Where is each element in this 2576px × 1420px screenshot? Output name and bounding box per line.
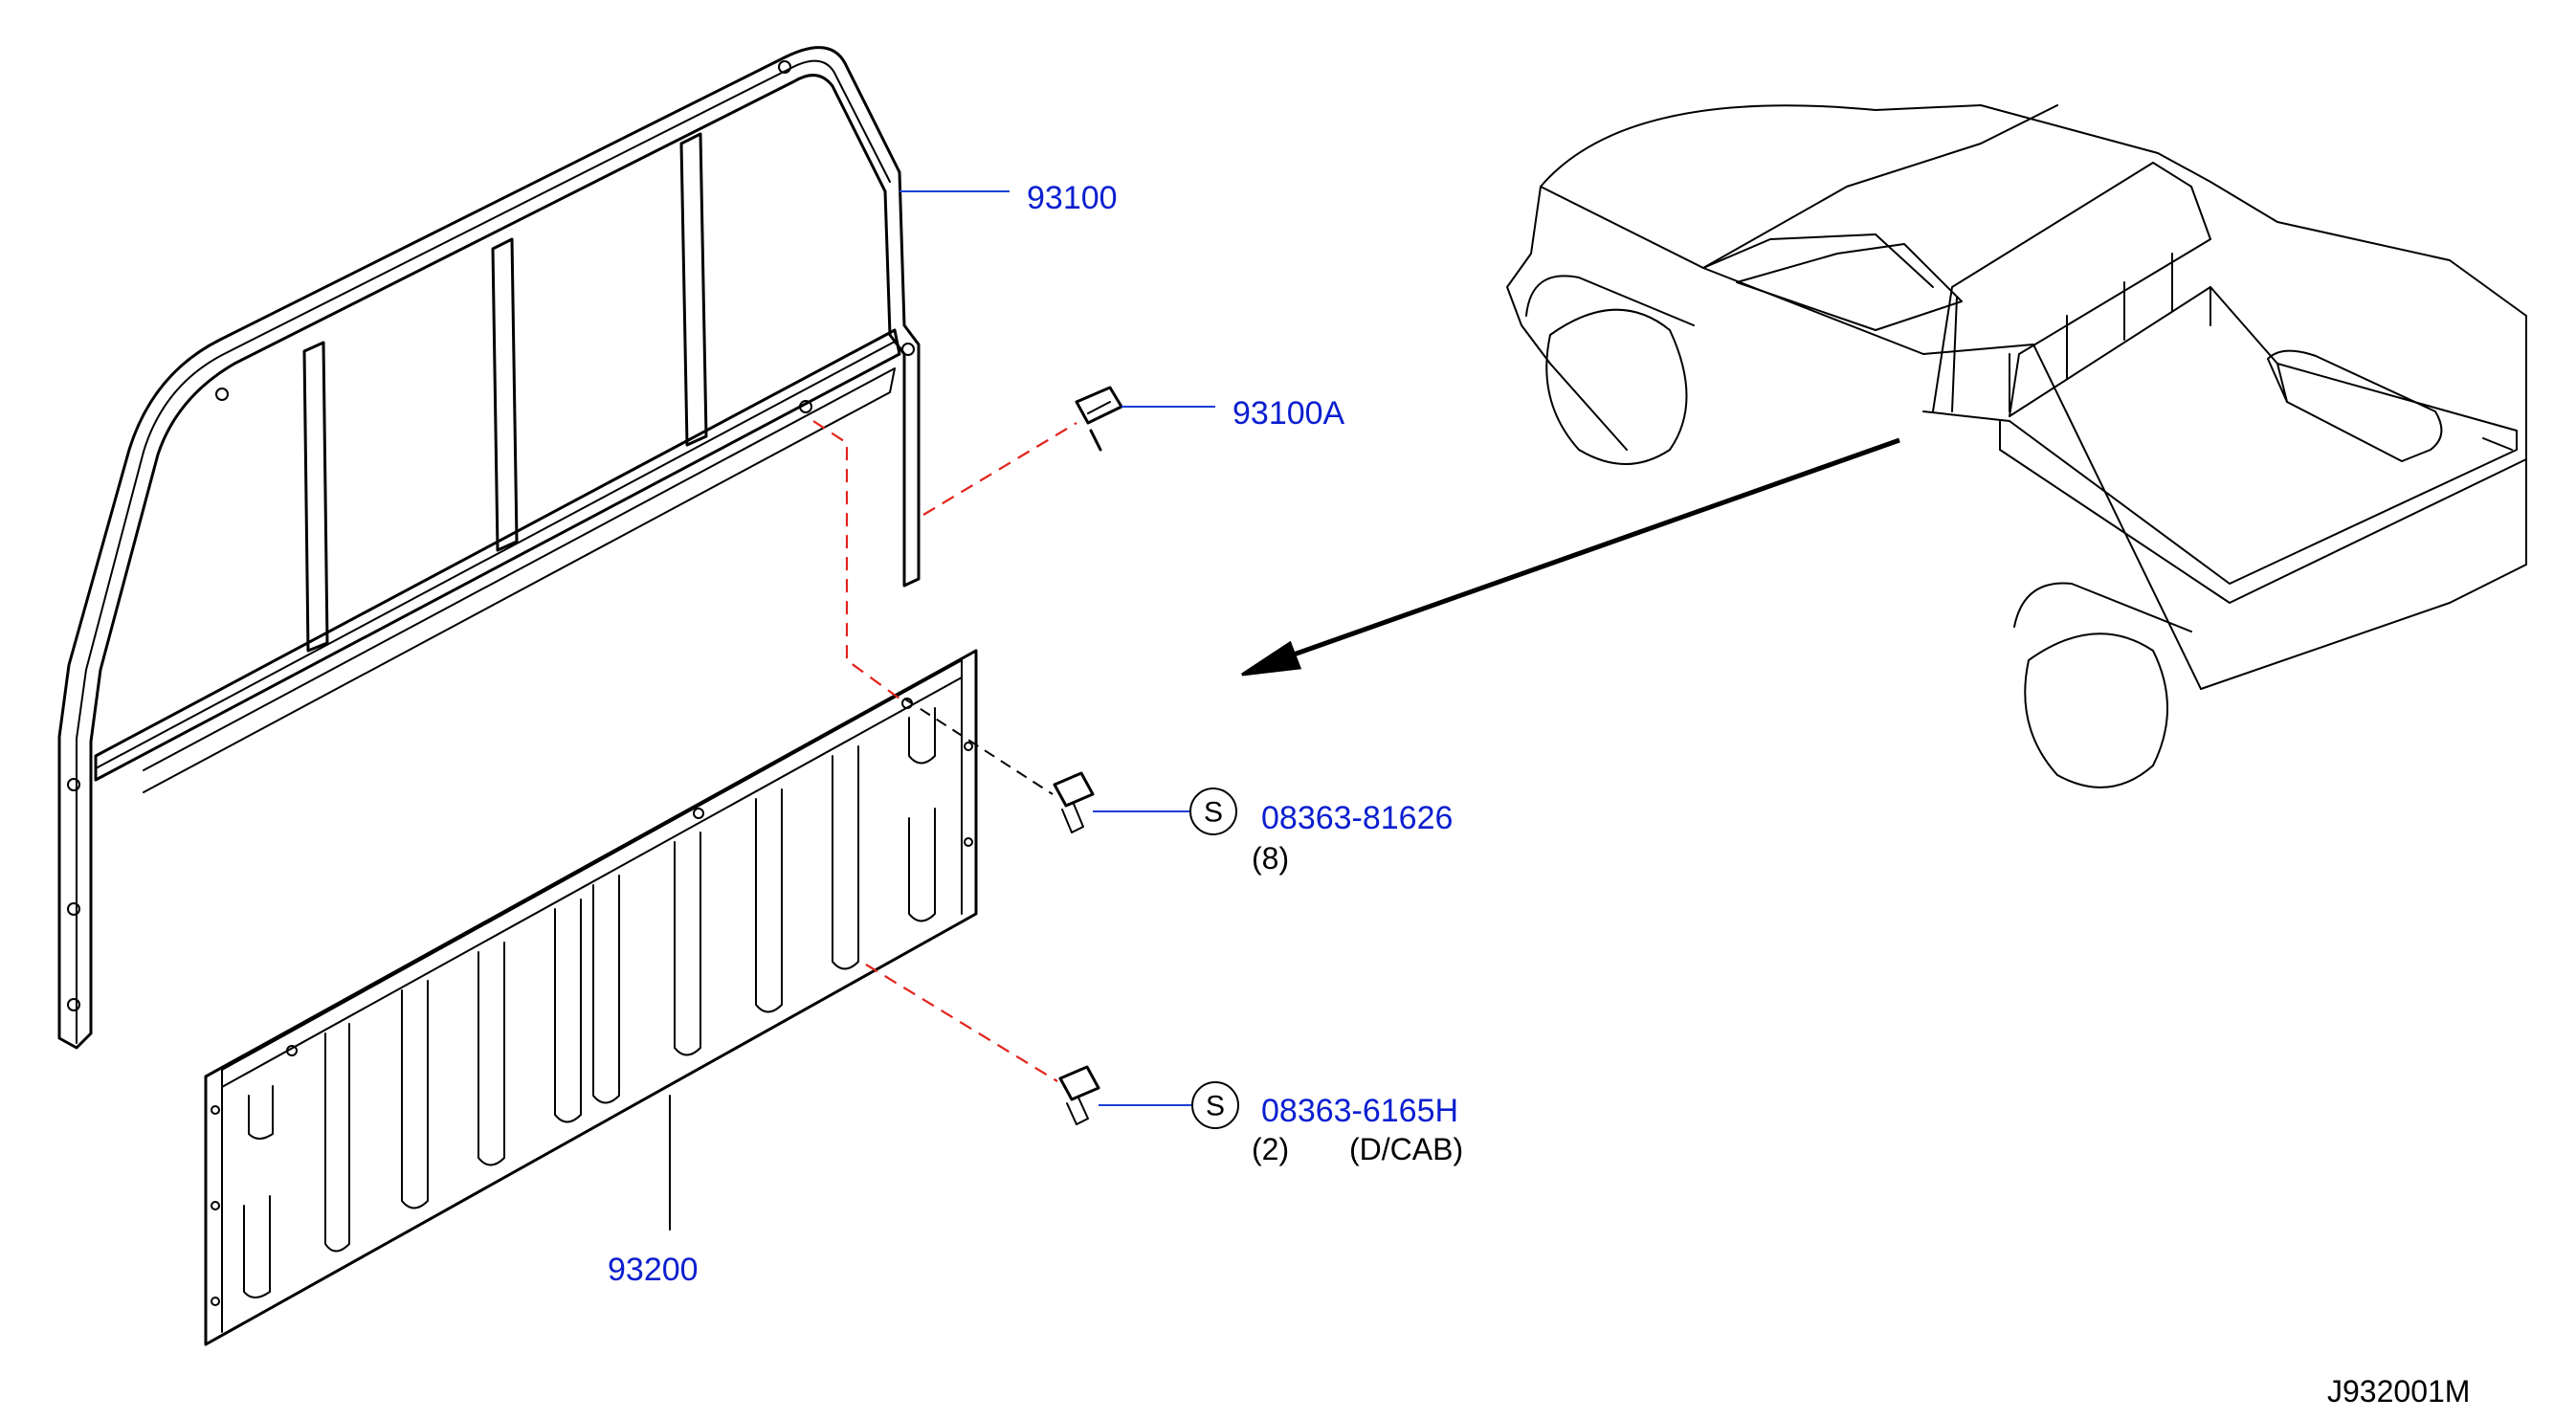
qty-08363-81626: (8) [1252,841,1289,876]
label-93200[interactable]: 93200 [608,1252,699,1288]
front-panel-93200[interactable] [204,649,978,1346]
symbol-s-b: S [1206,1091,1225,1122]
connector-panel-to-bolt-b [865,964,1058,1082]
view-arrowhead [1241,640,1302,677]
label-08363-6165h[interactable]: 08363-6165H [1261,1093,1458,1129]
guard-frame-93100[interactable] [57,46,921,1050]
bolt-93100a[interactable] [1075,386,1123,452]
connector-frame-to-bolt-93100a [922,422,1077,516]
connector-frame-to-panel [812,420,900,699]
view-arrow [1277,437,1900,663]
note-d-cab: (D/CAB) [1349,1132,1463,1166]
standard-part-symbol-circle-b [1191,1081,1239,1129]
label-08363-81626[interactable]: 08363-81626 [1261,800,1453,836]
pickup-truck-illustration [1506,104,2527,788]
standard-part-symbol-circle-a [1189,788,1237,835]
diagram-code: J932001M [2327,1374,2470,1409]
bolt-08363-81626[interactable] [1053,771,1095,833]
bolt-08363-6165h[interactable] [1058,1065,1100,1125]
connector-panel-to-bolt-a [903,698,1054,795]
qty-08363-6165h: (2) [1252,1132,1289,1166]
label-93100a[interactable]: 93100A [1232,395,1345,432]
symbol-s-a: S [1204,797,1223,829]
label-93100[interactable]: 93100 [1027,180,1118,216]
